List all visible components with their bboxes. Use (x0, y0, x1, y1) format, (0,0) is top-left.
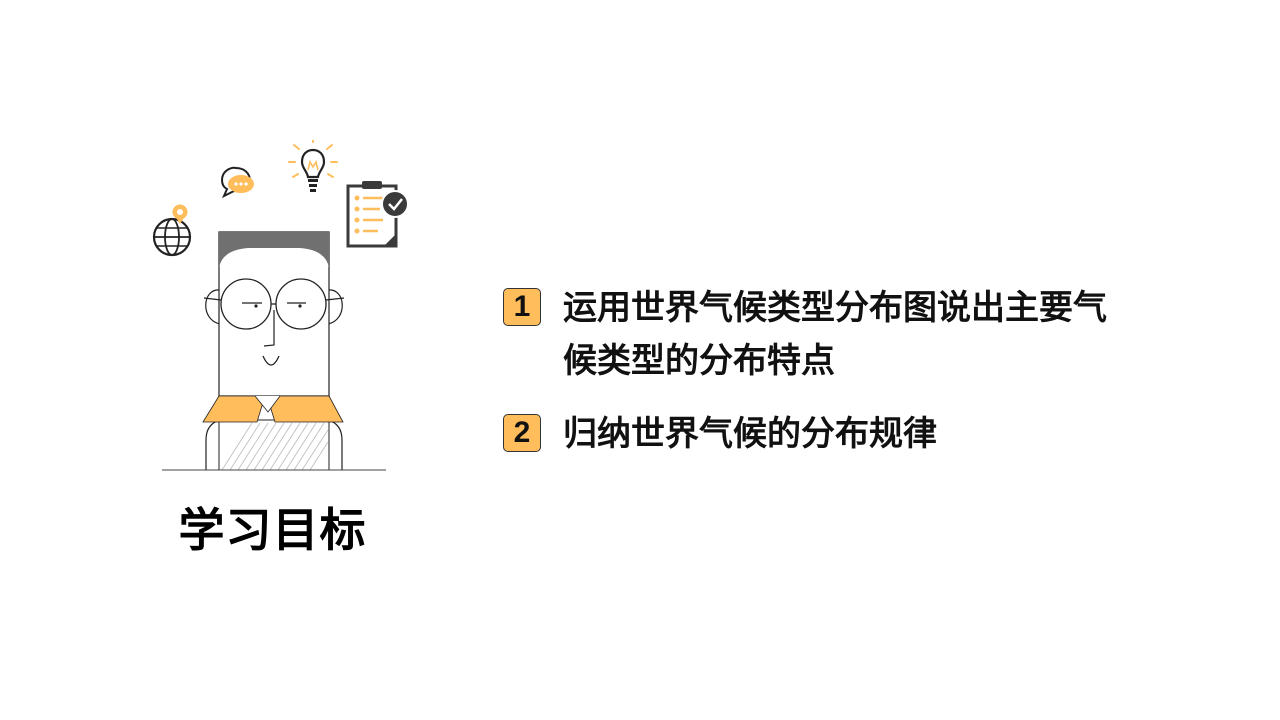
objective-item: 1 运用世界气候类型分布图说出主要气候类型的分布特点 (503, 282, 1203, 388)
lightbulb-icon (288, 140, 338, 192)
objective-number-badge: 2 (503, 414, 541, 452)
page-title: 学习目标 (178, 503, 367, 557)
objectives-list: 1 运用世界气候类型分布图说出主要气候类型的分布特点 2 归纳世界气候的分布规律 (503, 282, 1203, 481)
checklist-icon (346, 181, 409, 248)
objective-number-badge: 1 (503, 288, 541, 326)
objective-item: 2 归纳世界气候的分布规律 (503, 408, 1203, 461)
chat-bubble-icon (220, 166, 254, 199)
objective-text: 归纳世界气候的分布规律 (563, 414, 937, 454)
globe-pin-icon (152, 204, 192, 257)
student-illustration (140, 140, 420, 480)
objective-text: 运用世界气候类型分布图说出主要气候类型的分布特点 (563, 288, 1107, 381)
person-figure (202, 231, 345, 471)
